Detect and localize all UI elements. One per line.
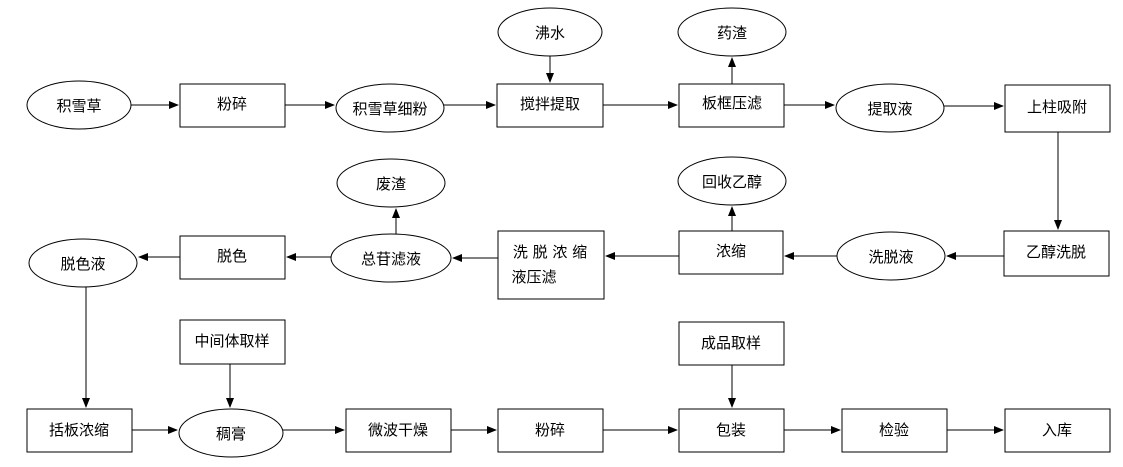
label-fensui-2: 粉碎 (535, 421, 565, 439)
node-ruku (1004, 408, 1111, 453)
label-fensui-1: 粉碎 (217, 95, 247, 113)
label-yaozha: 药渣 (717, 24, 747, 42)
label-xituoye: 洗脱液 (868, 248, 913, 266)
node-baozhuang (678, 408, 785, 453)
label-xituo-nongsuo-line2: 液压滤 (511, 268, 556, 286)
node-zhongjianti-quyang (179, 319, 286, 365)
label-zonggan-lvye: 总苷滤液 (361, 250, 421, 268)
label-chengpin-quyang: 成品取样 (701, 334, 761, 352)
node-nongsuo (678, 230, 784, 275)
label-zhongjianti-quyang: 中间体取样 (194, 332, 269, 350)
node-tiquye (835, 83, 945, 133)
node-feizha (336, 158, 446, 208)
node-yichun-xituo (1003, 230, 1110, 277)
label-xituo-nongsuo-line1: 洗 脱 浓 缩 (513, 243, 587, 261)
node-weibo-ganzao (345, 408, 452, 453)
label-bankuang-yalv: 板框压滤 (702, 94, 762, 112)
label-jiaoban-tiqu: 搅拌提取 (520, 95, 580, 113)
label-jixuecao-xifen: 积雪草细粉 (352, 100, 427, 118)
node-yaozha (677, 7, 787, 57)
label-guaban-nongsuo: 括板浓缩 (49, 421, 109, 439)
node-jiaoban-tiqu (496, 83, 604, 128)
label-jianyan: 检验 (879, 421, 909, 439)
node-chougao (178, 408, 284, 458)
node-tuoseye (28, 238, 138, 288)
label-baozhuang: 包装 (716, 421, 746, 439)
label-feizha: 废渣 (376, 175, 406, 193)
node-chengpin-quyang (678, 321, 785, 366)
label-feishui: 沸水 (535, 24, 565, 42)
label-shangzhu-xifu: 上柱吸附 (1027, 98, 1087, 116)
node-shangzhu-xifu (1004, 84, 1111, 133)
label-chougao: 稠膏 (216, 425, 246, 443)
node-huishou-yichun (677, 156, 787, 206)
label-ruku: 入库 (1042, 421, 1072, 439)
label-tuose: 脱色 (217, 247, 247, 265)
label-huishou-yichun: 回收乙醇 (702, 173, 762, 191)
node-fensui-1 (179, 83, 286, 128)
node-xituo-nongsuo-yalv (497, 230, 605, 300)
node-zonggan-lvye (330, 233, 452, 283)
label-nongsuo: 浓缩 (716, 242, 746, 260)
label-jixuecao: 积雪草 (56, 97, 101, 115)
node-jixuecao-xifen (335, 83, 445, 133)
label-tuoseye: 脱色液 (60, 255, 105, 273)
label-yichun-xituo: 乙醇洗脱 (1026, 243, 1086, 261)
label-weibo-ganzao: 微波干燥 (368, 421, 428, 439)
label-tiquye: 提取液 (867, 100, 912, 118)
node-jianyan (841, 408, 948, 453)
